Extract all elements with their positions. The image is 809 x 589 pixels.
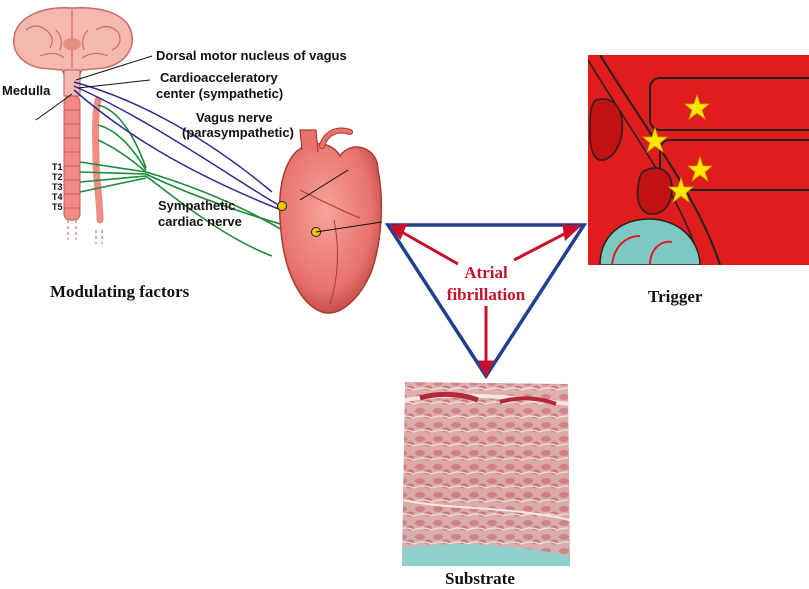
- label-vagus-nerve-line1: Vagus nerve: [196, 110, 273, 125]
- label-sympathetic-line1: Sympathetic: [158, 198, 235, 213]
- caption-trigger: Trigger: [648, 287, 703, 306]
- center-label-line2: fibrillation: [447, 285, 526, 304]
- label-t5: T5: [52, 202, 63, 212]
- star-icon: [686, 155, 714, 183]
- star-icons: [641, 93, 714, 204]
- af-triangle: [384, 223, 588, 380]
- star-icon: [667, 176, 695, 204]
- caption-modulating-factors: Modulating factors: [50, 282, 190, 301]
- triangle-arrows: [389, 223, 582, 378]
- label-dorsal-motor-nucleus: Dorsal motor nucleus of vagus: [156, 48, 347, 63]
- caption-substrate: Substrate: [445, 569, 515, 588]
- label-t4: T4: [52, 192, 63, 202]
- label-cardioacceleratory-line2: center (sympathetic): [156, 86, 283, 101]
- label-vagus-nerve-line2: (parasympathetic): [182, 125, 294, 140]
- label-medulla: Medulla: [2, 83, 51, 98]
- label-t2: T2: [52, 172, 63, 182]
- label-sympathetic-line2: cardiac nerve: [158, 214, 242, 229]
- trigger-illustration: [588, 55, 809, 265]
- heart-icon: [277, 127, 383, 314]
- substrate-tissue-image: [402, 382, 570, 566]
- label-t3: T3: [52, 182, 63, 192]
- center-label-line1: Atrial: [464, 263, 508, 282]
- label-t1: T1: [52, 162, 63, 172]
- label-pointers: [35, 55, 153, 121]
- label-cardioacceleratory-line1: Cardioacceleratory: [160, 70, 279, 85]
- spinal-cord-icon: [63, 95, 104, 244]
- vagus-nerve: [73, 81, 287, 213]
- star-icon: [641, 126, 669, 154]
- star-icon: [683, 93, 711, 121]
- brain-icon: [13, 7, 133, 97]
